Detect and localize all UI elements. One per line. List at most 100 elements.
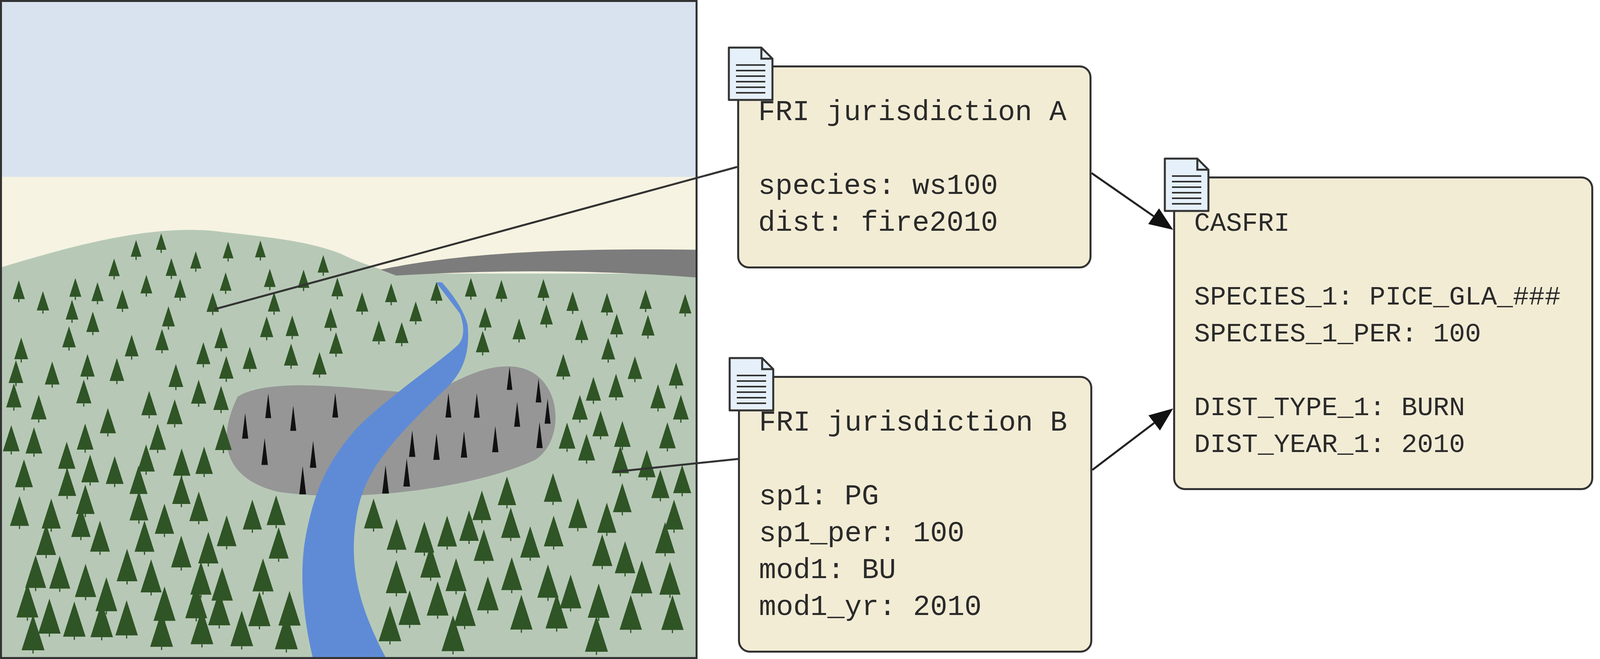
tree-trunk [607, 359, 609, 363]
tree [108, 258, 121, 277]
icon-rule [1171, 191, 1202, 194]
icon-page [729, 357, 774, 411]
tree [543, 472, 563, 502]
tree-trunk [180, 503, 182, 507]
tree [216, 515, 237, 547]
tree-trunk [168, 326, 170, 330]
tree-trunk [19, 525, 21, 529]
tree-trunk [657, 408, 659, 412]
burnt-tree [474, 393, 480, 418]
tree-trunk [38, 419, 40, 423]
tree-trunk [547, 597, 549, 601]
tree [230, 610, 254, 647]
tree-trunk [464, 625, 466, 629]
tree-trunk [105, 610, 108, 614]
tree [86, 311, 100, 332]
tree-trunk [378, 341, 380, 345]
tree-trunk [569, 607, 572, 612]
tree [464, 277, 477, 297]
tree-trunk [455, 590, 457, 595]
tree-trunk [585, 460, 587, 464]
tree-trunk [89, 481, 91, 486]
tree [641, 314, 655, 336]
tree-trunk [666, 448, 668, 452]
tree-trunk [615, 334, 618, 338]
tree [659, 422, 676, 449]
tree-trunk [148, 414, 150, 419]
tree-trunk [423, 552, 425, 556]
tree [664, 499, 684, 530]
tree-trunk [113, 276, 115, 280]
tree-trunk [601, 565, 603, 570]
tree [445, 558, 467, 591]
burnt-tree [261, 437, 268, 465]
tree [116, 289, 129, 309]
tree [129, 465, 148, 494]
icon-fold [762, 357, 774, 369]
tree-trunk [84, 513, 87, 517]
tree-trunk [51, 384, 53, 388]
burnt-tree [299, 465, 306, 494]
tree-trunk [470, 296, 472, 300]
tree [140, 274, 153, 294]
icon-fold [761, 47, 773, 59]
tree [115, 600, 138, 636]
tree [285, 315, 299, 336]
tree-trunk [484, 327, 486, 331]
tree-trunk [23, 487, 25, 491]
tree [62, 326, 76, 348]
sky [0, 0, 698, 177]
burnt-tree [403, 458, 411, 487]
tree-trunk [647, 335, 649, 339]
tree-trunk [145, 293, 148, 297]
tree [24, 554, 46, 588]
tree [185, 583, 207, 618]
tree-trunk [164, 620, 166, 624]
tree [41, 498, 61, 529]
tree-trunk [13, 407, 15, 411]
tree [275, 613, 299, 649]
tree-trunk [542, 297, 545, 301]
burnt-tree [445, 392, 452, 418]
tree-trunk [207, 563, 209, 567]
tree-trunk [390, 302, 392, 306]
tree-trunk [84, 596, 87, 601]
tree-trunk [156, 449, 159, 454]
tree-trunk [401, 342, 403, 346]
tree [16, 583, 39, 618]
tree [571, 394, 588, 420]
tree [109, 357, 125, 381]
tree [672, 394, 689, 420]
tree-trunk [20, 359, 22, 363]
tree-trunk [194, 268, 197, 272]
tree-trunk [430, 577, 432, 581]
icon-page [1164, 158, 1209, 211]
tree-trunk [275, 524, 277, 528]
tree [592, 533, 613, 566]
tree [398, 590, 421, 625]
tree [190, 561, 212, 595]
tree-trunk [518, 339, 520, 343]
tree-trunk [395, 592, 398, 597]
tree-trunk [68, 347, 70, 351]
tree-trunk [562, 376, 564, 380]
tree [91, 282, 104, 302]
tree [497, 475, 517, 505]
tree-trunk [201, 644, 203, 648]
tree [559, 574, 582, 608]
tree-trunk [92, 331, 94, 335]
tree [472, 490, 492, 520]
tree [331, 277, 344, 297]
tree-trunk [673, 529, 675, 533]
tree [672, 464, 692, 493]
tree-trunk [506, 504, 508, 509]
burnt-tree [536, 421, 543, 448]
tree-trunk [671, 629, 673, 633]
tree-trunk [86, 376, 88, 380]
leader-line [214, 166, 738, 310]
tree [627, 356, 643, 379]
tree [395, 321, 409, 343]
tree [12, 280, 25, 299]
tree-trunk [225, 378, 227, 382]
tree [537, 563, 559, 598]
